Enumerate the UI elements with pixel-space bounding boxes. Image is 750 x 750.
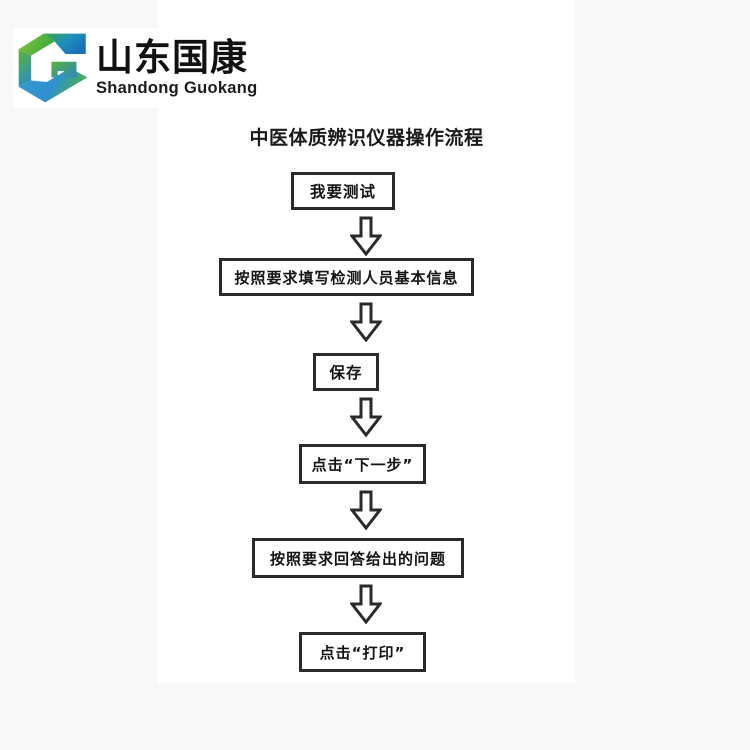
flowchart-title: 中医体质辨识仪器操作流程 [249,127,484,149]
brand-logo-text: 山东国康 Shandong Guokang [96,39,258,97]
flow-arrow-3 [350,397,382,437]
flow-arrow-1 [350,216,382,256]
guokang-hexagon-g-logo [14,29,92,107]
flow-node-step-5[interactable]: 按照要求回答给出的问题 [252,538,464,578]
flow-node-step-3[interactable]: 保存 [313,353,379,391]
flow-arrow-4 [350,490,382,530]
flow-arrow-2 [350,302,382,342]
content-panel: 中医体质辨识仪器操作流程 我要测试 按照要求填写检测人员基本信息 保存 [158,0,575,683]
flow-arrow-5 [350,584,382,624]
flow-node-step-6[interactable]: 点击“打印” [299,632,426,672]
brand-name-cn: 山东国康 [96,36,248,80]
flow-node-step-4[interactable]: 点击“下一步” [299,444,426,484]
brand-name-en: Shandong Guokang [96,78,258,97]
flowchart: 中医体质辨识仪器操作流程 我要测试 按照要求填写检测人员基本信息 保存 [158,0,575,683]
brand-logo: 山东国康 Shandong Guokang [14,28,279,108]
flow-node-step-2[interactable]: 按照要求填写检测人员基本信息 [219,258,474,296]
flow-node-step-1[interactable]: 我要测试 [291,172,395,210]
